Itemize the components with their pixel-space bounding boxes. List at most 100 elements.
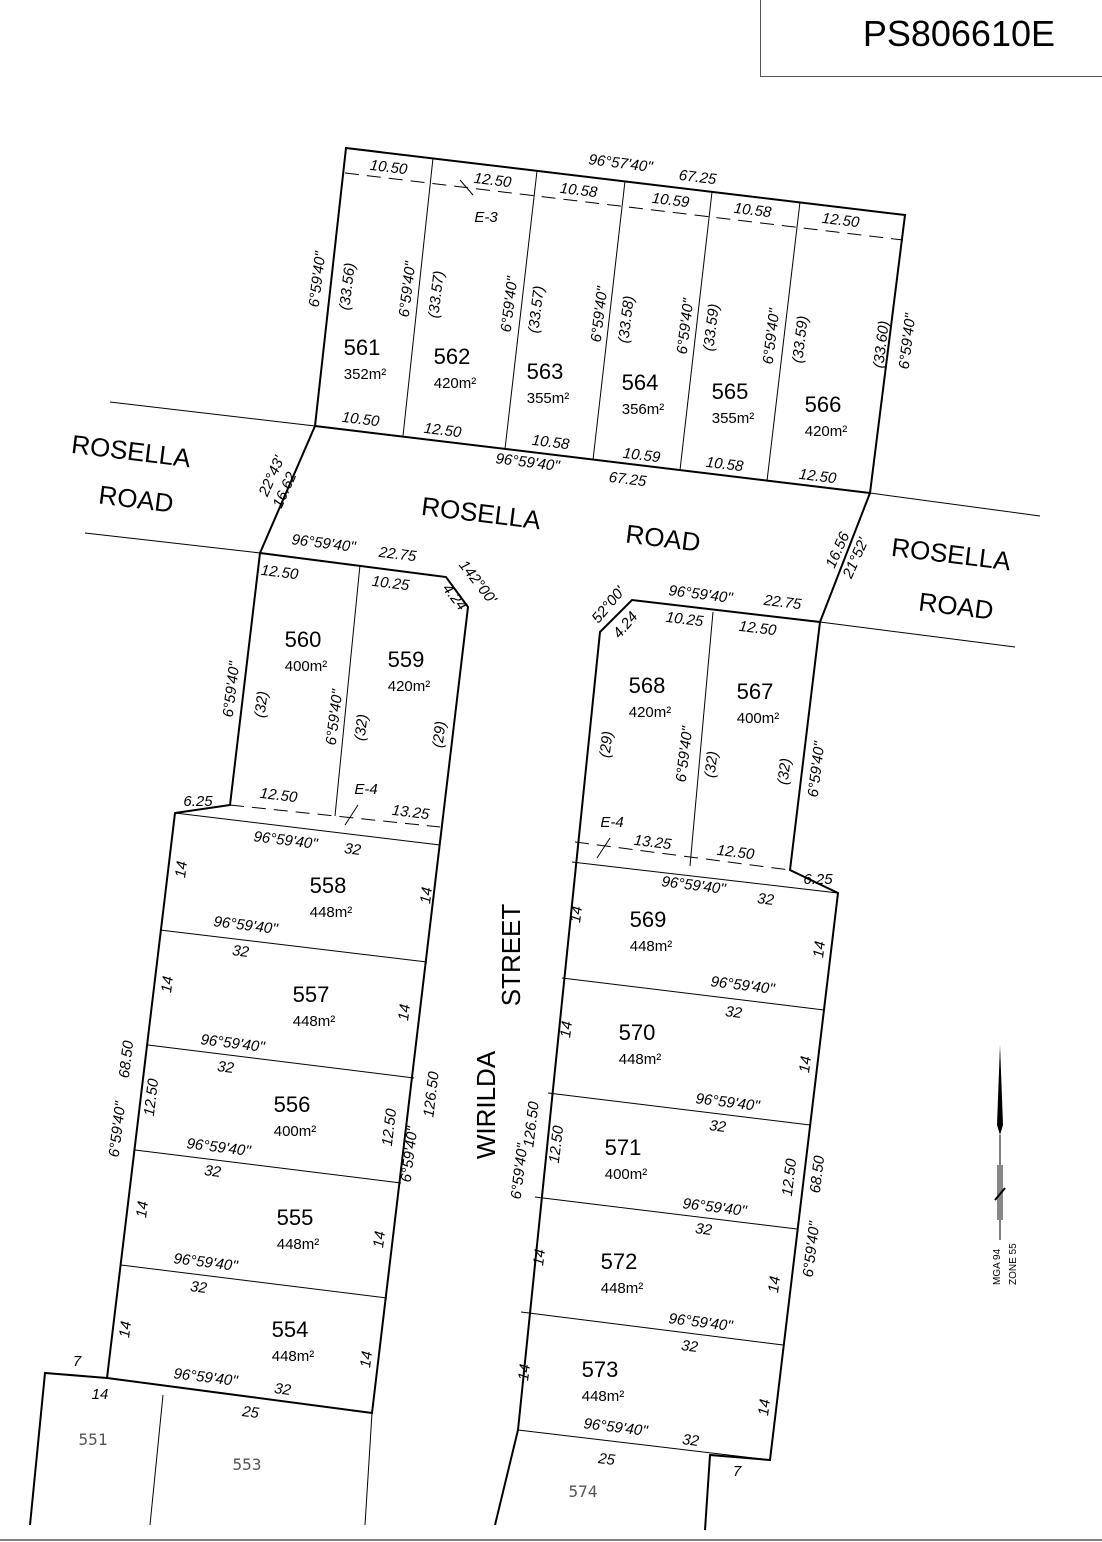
dimension-label: 10.58 bbox=[733, 200, 773, 222]
dimension-label: 32 bbox=[343, 840, 362, 859]
dimension-label: 10.58 bbox=[531, 432, 571, 454]
lot-number: 558 bbox=[310, 873, 347, 898]
dimension-label: (33.59) bbox=[789, 315, 812, 364]
dimension-label: 14 bbox=[755, 1398, 774, 1417]
dimension-label: 6°59'40" bbox=[396, 260, 420, 318]
dimension-label: 126.50 bbox=[420, 1070, 443, 1118]
dimension-label: 14 bbox=[370, 1230, 389, 1249]
dimension-label: 96°59'40" bbox=[583, 1415, 650, 1440]
datum-label: MGA 94 bbox=[992, 1248, 1003, 1285]
dimension-label: 12.50 bbox=[473, 170, 513, 192]
dimension-label: 96°59'40" bbox=[186, 1135, 253, 1160]
dimension-label: 14 bbox=[515, 1363, 534, 1382]
road-name: ROAD bbox=[917, 587, 995, 626]
dimension-label: 12.50 bbox=[821, 210, 861, 232]
dimension-label: 96°59'40" bbox=[668, 582, 735, 607]
lot-area: 355m² bbox=[527, 390, 570, 407]
dimension-label: 14 bbox=[557, 1020, 576, 1039]
dimension-label: 12.50 bbox=[546, 1124, 568, 1164]
dimension-label: 6°59'40" bbox=[805, 740, 829, 798]
road-name: ROSELLA bbox=[420, 491, 543, 535]
dimension-label: 14 bbox=[133, 1200, 152, 1219]
lot-number: 555 bbox=[277, 1205, 314, 1230]
dimension-label: 12.50 bbox=[141, 1077, 163, 1117]
lot-area: 448m² bbox=[310, 904, 353, 921]
dimension-label: 32 bbox=[680, 1337, 699, 1356]
dimension-label: 10.50 bbox=[369, 157, 409, 179]
dimension-label: 4.24 bbox=[439, 580, 470, 613]
dimension-label: 126.50 bbox=[520, 1100, 543, 1148]
dimension-label: 6°59'40" bbox=[896, 312, 920, 370]
lot-number: 569 bbox=[630, 907, 667, 932]
adjoining-lot-number: 553 bbox=[233, 1455, 262, 1474]
adjoining-lot-number: 574 bbox=[569, 1482, 598, 1501]
dimension-label: 14 bbox=[116, 1320, 135, 1339]
dimension-label: (33.57) bbox=[425, 270, 448, 319]
lot-area: 448m² bbox=[277, 1236, 320, 1253]
dimension-label: 32 bbox=[708, 1117, 727, 1136]
road-name: ROAD bbox=[624, 519, 702, 558]
dimension-label: 32 bbox=[694, 1220, 713, 1239]
dimension-label: 96°59'40" bbox=[291, 531, 358, 556]
dimension-label: 6°59'40" bbox=[588, 285, 612, 343]
dimension-label: 96°57'40" bbox=[588, 151, 655, 176]
lot-area: 448m² bbox=[272, 1348, 315, 1365]
lot-area: 400m² bbox=[737, 710, 780, 727]
dimension-label: E-3 bbox=[474, 209, 498, 226]
lot-number: 571 bbox=[605, 1135, 642, 1160]
dimension-label: 14 bbox=[417, 886, 436, 905]
lot-area: 448m² bbox=[582, 1388, 625, 1405]
boundary-lines bbox=[0, 146, 1102, 1541]
dimension-label: 4.24 bbox=[610, 608, 642, 641]
road-name: STREET bbox=[496, 904, 526, 1007]
lot-area: 420m² bbox=[629, 704, 672, 721]
dimension-label: 96°59'40" bbox=[173, 1365, 240, 1390]
dimension-label: 12.50 bbox=[260, 562, 300, 584]
dimension-label: 10.50 bbox=[341, 409, 381, 431]
lot-number: 559 bbox=[388, 647, 425, 672]
lot-area: 400m² bbox=[605, 1166, 648, 1183]
lot-area: 355m² bbox=[712, 410, 755, 427]
dimension-label: 32 bbox=[724, 1003, 743, 1022]
dimension-label: 96°59'40" bbox=[661, 873, 728, 898]
dimension-label: 67.25 bbox=[608, 469, 648, 491]
dimension-label: 6.25 bbox=[183, 793, 213, 810]
dimension-label: 32 bbox=[216, 1058, 235, 1077]
dimension-label: 68.50 bbox=[116, 1039, 138, 1079]
north-arrow: MGA 94 ZONE 55 bbox=[992, 1045, 1019, 1285]
lot-area: 448m² bbox=[619, 1051, 662, 1068]
dimension-label: 25 bbox=[240, 1403, 260, 1422]
lot-number: 564 bbox=[622, 370, 659, 395]
lot-number: 561 bbox=[344, 335, 381, 360]
lot-area: 420m² bbox=[434, 375, 477, 392]
plan-number: PS806610E bbox=[862, 13, 1055, 54]
dimension-label: (32) bbox=[774, 757, 794, 786]
dimension-label: 14 bbox=[567, 905, 586, 924]
dimension-label: 96°59'40" bbox=[173, 1250, 240, 1275]
dimension-label: 10.59 bbox=[651, 190, 691, 212]
dimension-label: 7 bbox=[733, 1463, 742, 1480]
lot-number: 565 bbox=[712, 379, 749, 404]
dimension-label: 10.59 bbox=[622, 445, 662, 467]
dimension-label: (33.60) bbox=[870, 320, 893, 369]
dimension-label: (33.58) bbox=[615, 295, 638, 344]
dimension-label: 6°59'40" bbox=[800, 1220, 824, 1278]
dimension-label: 68.50 bbox=[807, 1154, 829, 1194]
road-name: WIRILDA bbox=[471, 1050, 501, 1159]
dimension-label: 6°59'40" bbox=[398, 1125, 422, 1183]
adjoining-lot-labels: 551 553 574 bbox=[79, 1430, 598, 1501]
dimension-label: 6°59'40" bbox=[106, 1100, 130, 1158]
dimension-label: 32 bbox=[231, 942, 250, 961]
dimension-label: 12.50 bbox=[379, 1107, 401, 1147]
dimension-label: 14 bbox=[765, 1275, 784, 1294]
dimension-label: 13.25 bbox=[391, 802, 431, 824]
lot-number: 562 bbox=[434, 344, 471, 369]
adjoining-lot-number: 551 bbox=[79, 1430, 108, 1449]
dimension-label: 14 bbox=[395, 1003, 414, 1022]
lot-area: 448m² bbox=[601, 1280, 644, 1297]
dimension-label: 96°59'40" bbox=[710, 973, 777, 998]
lot-number: 566 bbox=[805, 392, 842, 417]
dimension-label: 6°59'40" bbox=[673, 725, 697, 783]
